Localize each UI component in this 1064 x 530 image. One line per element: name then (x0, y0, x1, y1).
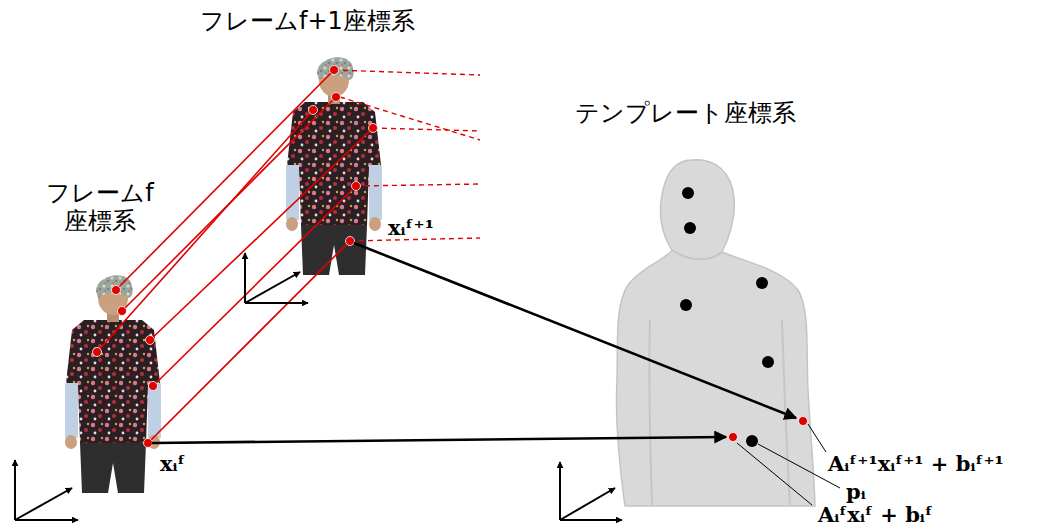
continuation-lines (356, 184, 480, 186)
template-points (746, 435, 758, 447)
feature-points (118, 307, 127, 316)
template-title: テンプレート座標系 (575, 100, 796, 128)
correspondence-lines (148, 241, 350, 443)
transformed-points (729, 433, 738, 442)
person-photo-frame (65, 275, 161, 493)
leader-lines (758, 444, 840, 488)
coordinate-axes (245, 302, 308, 304)
mapping-arrows (354, 243, 796, 418)
coordinate-axes (15, 488, 72, 520)
template-points (680, 187, 774, 447)
feature-points (93, 66, 378, 448)
feature-points (332, 93, 341, 102)
coordinate-axes (14, 460, 16, 520)
template-points (682, 187, 694, 199)
feature-points (93, 348, 102, 357)
coordinate-axes (559, 462, 561, 520)
feature-points (144, 439, 153, 448)
feature-points (330, 66, 339, 75)
template-points (684, 222, 696, 234)
template-point-label: pᵢ (846, 480, 866, 504)
correspondence-lines (150, 128, 373, 340)
point-label: xᵢᶠ⁺¹ (388, 216, 434, 240)
continuation-lines (373, 128, 480, 131)
coordinate-axes (560, 488, 615, 520)
correspondence-lines (97, 70, 373, 443)
template-points (680, 299, 692, 311)
template-points (762, 356, 774, 368)
transformed-points (729, 417, 808, 442)
continuation-lines (334, 70, 480, 75)
continuation-lines (334, 70, 480, 241)
correspondence-lines (153, 186, 356, 386)
template-mesh (672, 250, 722, 259)
template-mesh (617, 160, 815, 506)
frame-title: フレームf 座標系 (38, 180, 162, 235)
transform-label: Aᵢᶠxᵢᶠ + bᵢᶠ (818, 503, 933, 527)
frame-next-title: フレームf+1座標系 (200, 8, 415, 36)
template-mesh (617, 160, 815, 506)
feature-points (346, 237, 355, 246)
feature-points (309, 106, 318, 115)
leader-lines (737, 443, 812, 505)
mapping-arrows (152, 243, 796, 443)
continuation-lines (340, 97, 480, 140)
transformed-points (799, 417, 808, 426)
coordinate-axes (15, 253, 622, 520)
template-points (756, 277, 768, 289)
feature-points (149, 382, 158, 391)
leader-lines (808, 424, 826, 452)
template-mesh (649, 320, 652, 505)
feature-points (352, 182, 361, 191)
feature-points (369, 124, 378, 133)
feature-points (146, 336, 155, 345)
coordinate-axes (15, 519, 78, 521)
leader-lines (737, 424, 840, 505)
feature-points (112, 286, 121, 295)
transform-label: Aᵢᶠ⁺¹xᵢᶠ⁺¹ + bᵢᶠ⁺¹ (828, 452, 1004, 476)
mapping-arrows (152, 437, 726, 443)
coordinate-axes (560, 519, 622, 521)
coordinate-axes (244, 253, 246, 303)
coordinate-axes (245, 272, 300, 303)
point-label: xᵢᶠ (160, 452, 186, 476)
